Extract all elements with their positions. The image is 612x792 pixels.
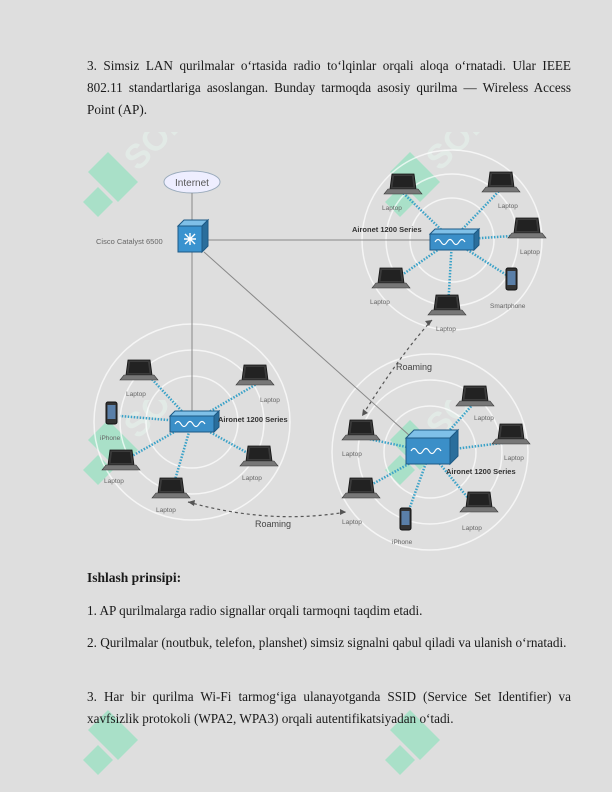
ap-right-label: Aironet 1200 Series xyxy=(446,467,516,476)
list-item: 3. Har bir qurilma Wi-Fi tarmog‘iga ulan… xyxy=(87,689,571,726)
roaming-arrow-upper xyxy=(361,319,433,417)
laptop-label: Laptop xyxy=(436,326,456,333)
watermark-logo: SOFT xyxy=(83,132,198,217)
laptop-label: Laptop xyxy=(474,415,494,422)
laptop-label: Laptop xyxy=(342,451,362,458)
access-point-left xyxy=(169,410,220,433)
laptop-icon xyxy=(455,385,495,407)
arrowhead xyxy=(362,409,368,416)
laptop-label: Laptop xyxy=(504,455,524,462)
watermark-logo xyxy=(83,710,138,775)
laptop-icon xyxy=(119,359,159,381)
roaming-arrow-lower xyxy=(187,501,347,518)
list-item: 1. AP qurilmalarga radio signallar orqal… xyxy=(87,603,423,618)
laptop-icon xyxy=(151,477,191,499)
laptop-label: Laptop xyxy=(520,249,540,256)
laptop-label: Laptop xyxy=(462,525,482,532)
laptop-icon xyxy=(459,491,499,513)
smartphone-icon xyxy=(505,267,518,291)
laptop-label: Laptop xyxy=(242,475,262,482)
laptop-label: Laptop xyxy=(498,203,518,210)
roaming-label: Roaming xyxy=(396,362,432,372)
section-heading: Ishlash prinsipi: xyxy=(87,570,182,585)
wired-links xyxy=(191,193,430,437)
switch-label: Cisco Catalyst 6500 xyxy=(96,237,163,246)
laptop-icon xyxy=(239,445,279,467)
roaming-label: Roaming xyxy=(255,519,291,529)
laptop-label: Laptop xyxy=(370,299,390,306)
arrowhead xyxy=(340,509,346,515)
internet-label: Internet xyxy=(175,178,209,189)
laptop-label: Laptop xyxy=(382,205,402,212)
laptop-label: Laptop xyxy=(260,397,280,404)
laptop-icon xyxy=(371,267,411,289)
laptop-label: Laptop xyxy=(342,519,362,526)
laptop-icon xyxy=(341,419,381,441)
smartphone-label: Smartphone xyxy=(490,303,526,310)
ap-left-label: Aironet 1200 Series xyxy=(218,415,288,424)
watermark-logo xyxy=(385,710,440,775)
list-item: 2. Qurilmalar (noutbuk, telefon, planshe… xyxy=(87,635,567,650)
laptop-icon xyxy=(101,449,141,471)
intro-paragraph: 3. Simsiz LAN qurilmalar o‘rtasida radio… xyxy=(87,58,571,117)
network-diagram: Internet Cisco Catalyst 6500 Aironet 120… xyxy=(93,149,547,551)
laptop-icon xyxy=(235,364,275,386)
ap-top-label: Aironet 1200 Series xyxy=(352,225,422,234)
arrowhead xyxy=(188,500,195,506)
laptop-label: Laptop xyxy=(156,507,176,514)
iphone-icon xyxy=(399,507,412,531)
laptop-label: Laptop xyxy=(104,478,124,485)
laptop-icon xyxy=(341,477,381,499)
catalyst-switch xyxy=(176,218,210,254)
iphone-label: iPhone xyxy=(392,539,413,546)
arrowhead xyxy=(425,320,432,326)
internet-cloud: Internet xyxy=(163,170,221,194)
iphone-label: iPhone xyxy=(100,435,121,442)
iphone-icon xyxy=(105,401,118,425)
access-point-top xyxy=(429,228,480,251)
laptop-label: Laptop xyxy=(126,391,146,398)
access-point-right xyxy=(404,428,460,466)
